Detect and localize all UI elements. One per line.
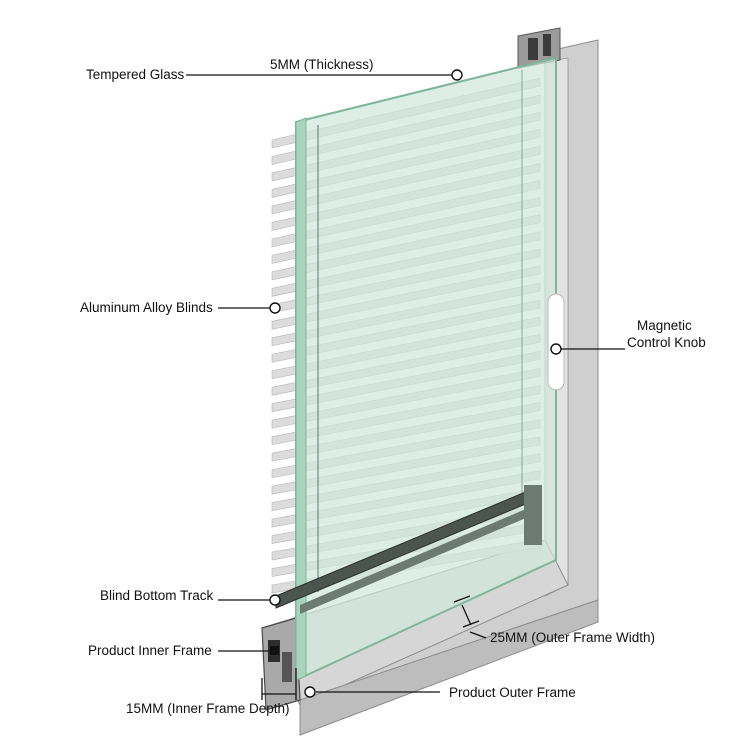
outer-frame-width-tick-a (453, 595, 471, 603)
outer-frame-width-leader (469, 631, 487, 639)
inner-frame-profile (261, 617, 301, 711)
label-aluminum-blinds: Aluminum Alloy Blinds (80, 300, 213, 315)
outer-frame-width-dim (461, 604, 472, 626)
magnetic-control-knob (547, 293, 565, 391)
label-outer-frame: Product Outer Frame (449, 685, 576, 700)
blind-bottom-track-face (300, 503, 540, 614)
label-magnetic-knob-1: Magnetic (637, 318, 692, 333)
frame-top-slot (528, 38, 538, 60)
label-bottom-track: Blind Bottom Track (100, 588, 214, 603)
marker-tempered-glass (451, 69, 463, 81)
label-thickness: 5MM (Thickness) (270, 57, 374, 72)
marker-outer-frame (304, 686, 316, 698)
outer-frame-width-tick-b (462, 620, 480, 628)
marker-bottom-track (269, 594, 281, 606)
label-inner-frame: Product Inner Frame (88, 643, 212, 658)
frame-top-slot-2 (543, 34, 551, 56)
tempered-glass-edge (295, 117, 307, 681)
label-tempered-glass: Tempered Glass (86, 67, 185, 82)
marker-inner-frame (270, 646, 279, 655)
inner-frame-slot-2 (282, 652, 292, 682)
label-outer-frame-width: 25MM (Outer Frame Width) (490, 630, 655, 645)
track-side-bar (524, 485, 542, 545)
bottom-frame-front (299, 599, 599, 736)
label-magnetic-knob-2: Control Knob (627, 335, 706, 350)
label-inner-frame-depth: 15MM (Inner Frame Depth) (126, 701, 290, 716)
marker-magnetic-knob (550, 343, 562, 355)
marker-aluminum-blinds (269, 302, 281, 314)
